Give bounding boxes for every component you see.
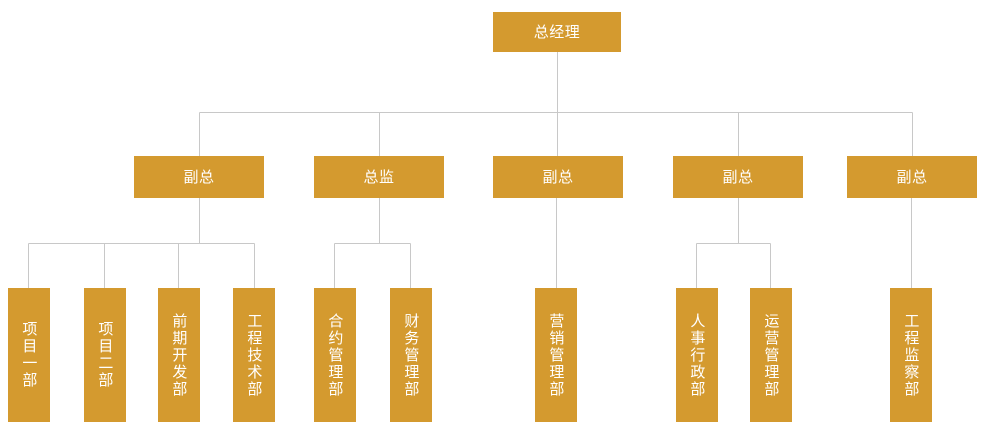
node-vice-president-3[interactable]: 副总 — [673, 156, 803, 198]
node-label: 副总 — [722, 167, 754, 186]
node-general-manager[interactable]: 总经理 — [493, 12, 621, 52]
node-label: 工程监察部 — [902, 312, 921, 398]
node-label: 运营管理部 — [762, 312, 781, 398]
node-finance-management-dept[interactable]: 财务管理部 — [390, 288, 432, 422]
node-label: 总经理 — [533, 22, 581, 41]
node-label: 工程技术部 — [245, 312, 264, 398]
node-preliminary-development-dept[interactable]: 前期开发部 — [158, 288, 200, 422]
node-label: 营销管理部 — [547, 312, 566, 398]
node-vice-president-2[interactable]: 副总 — [493, 156, 623, 198]
node-label: 项目二部 — [96, 321, 115, 389]
node-marketing-management-dept[interactable]: 营销管理部 — [535, 288, 577, 422]
node-vice-president-1[interactable]: 副总 — [134, 156, 264, 198]
node-operations-management-dept[interactable]: 运营管理部 — [750, 288, 792, 422]
node-label: 副总 — [896, 167, 928, 186]
node-director[interactable]: 总监 — [314, 156, 444, 198]
node-engineering-supervision-dept[interactable]: 工程监察部 — [890, 288, 932, 422]
node-label: 人事行政部 — [688, 312, 707, 398]
node-label: 项目一部 — [20, 321, 39, 389]
node-label: 前期开发部 — [170, 312, 189, 398]
node-label: 副总 — [542, 167, 574, 186]
node-label: 总监 — [363, 167, 395, 186]
node-project-dept-2[interactable]: 项目二部 — [84, 288, 126, 422]
node-project-dept-1[interactable]: 项目一部 — [8, 288, 50, 422]
node-engineering-technology-dept[interactable]: 工程技术部 — [233, 288, 275, 422]
node-label: 财务管理部 — [402, 312, 421, 398]
node-hr-administration-dept[interactable]: 人事行政部 — [676, 288, 718, 422]
node-label: 副总 — [183, 167, 215, 186]
node-vice-president-4[interactable]: 副总 — [847, 156, 977, 198]
node-label: 合约管理部 — [326, 312, 345, 398]
node-contract-management-dept[interactable]: 合约管理部 — [314, 288, 356, 422]
